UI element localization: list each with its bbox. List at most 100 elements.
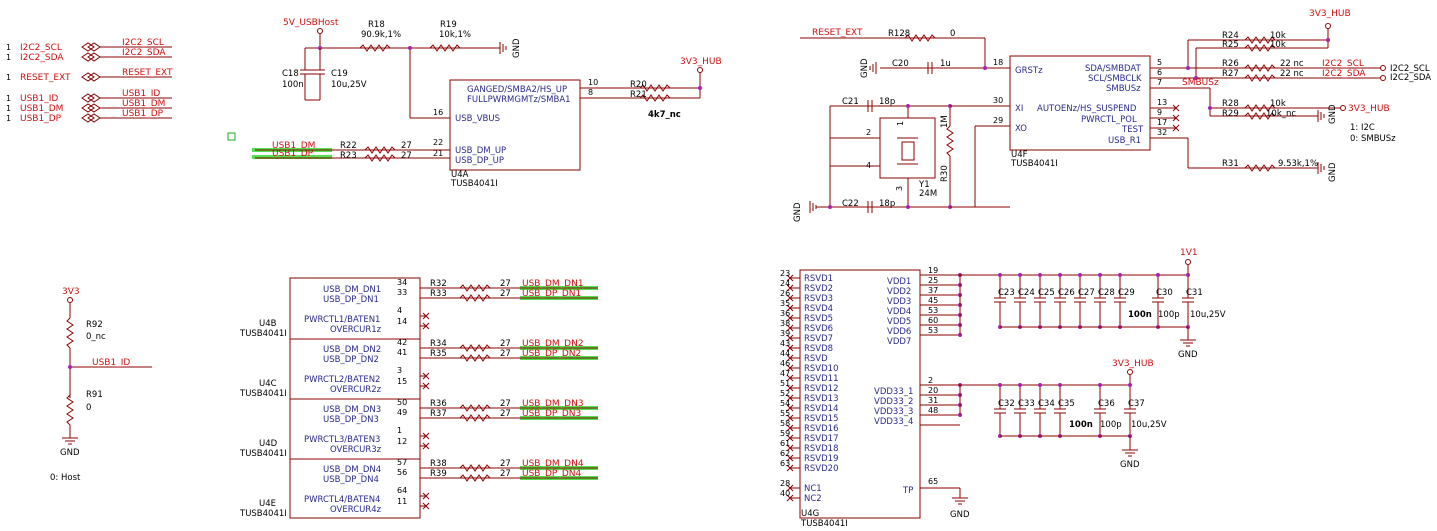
downstream-ports: USB_DM_DN1 USB_DP_DN1 PWRCTL1/BATEN1 OVE…: [239, 277, 598, 519]
ic-u4g[interactable]: [799, 269, 921, 519]
resistor-r34[interactable]: [459, 344, 491, 352]
nc-mark-icon: [422, 492, 430, 500]
ic-u4f[interactable]: [1009, 55, 1151, 151]
ref-c28[interactable]: C28: [1098, 288, 1115, 298]
net-i2c2-sda[interactable]: I2C2_SDA: [1322, 69, 1366, 79]
offpage-net[interactable]: I2C2_SCL: [122, 38, 164, 48]
ref-c23[interactable]: C23: [998, 288, 1015, 298]
ref-c24[interactable]: C24: [1018, 288, 1035, 298]
power-label-3v3-hub[interactable]: 3V3_HUB: [1348, 104, 1390, 114]
offpage-name[interactable]: USB1_DP: [20, 114, 62, 124]
power-label-3v3-hub[interactable]: 3V3_HUB: [1309, 9, 1351, 19]
u4a-block: 5V_USBHost R18 90.9k,1% R19 10k,1% GND C…: [227, 18, 722, 189]
resistor-r92[interactable]: [66, 317, 74, 349]
pin-number: 45: [928, 296, 938, 305]
note-smbusz: 0: SMBUSz: [1350, 134, 1396, 144]
value-caps1-100p: 100p: [1158, 310, 1180, 320]
power-label-1v1[interactable]: 1V1: [1180, 248, 1198, 258]
offpage-symbol-icon: [81, 113, 101, 123]
net-label[interactable]: USB_DM_DN2: [522, 339, 584, 349]
ref-c29[interactable]: C29: [1118, 288, 1135, 298]
net-label[interactable]: USB_DM_DN1: [522, 279, 584, 289]
net-label[interactable]: USB_DP_DN4: [522, 469, 581, 479]
resistor-r24[interactable]: [1244, 36, 1276, 44]
net-label[interactable]: USB_DP_DN1: [522, 289, 581, 299]
resistor-r31[interactable]: [1244, 164, 1276, 172]
ref-r19: R19: [440, 20, 457, 30]
offpage-symbol-icon: [81, 72, 101, 82]
resistor-r26[interactable]: [1244, 64, 1276, 72]
ref-c36[interactable]: C36: [1098, 399, 1115, 409]
pin-label: SDA/SMBDAT: [1085, 64, 1142, 74]
offpage-net[interactable]: RESET_EXT: [122, 68, 173, 78]
offpage-net[interactable]: USB1_DM: [122, 99, 165, 109]
port-i2c2-scl[interactable]: I2C2_SCL: [1390, 64, 1430, 74]
offpage-name[interactable]: I2C2_SDA: [20, 53, 64, 63]
resistor-r33[interactable]: [459, 294, 491, 302]
ref-c35[interactable]: C35: [1058, 399, 1075, 409]
net-usb1-dm[interactable]: USB1_DM: [272, 141, 315, 151]
net-usb1-id[interactable]: USB1_ID: [92, 358, 130, 368]
resistor-r28[interactable]: [1244, 104, 1276, 112]
resistor-r32[interactable]: [459, 284, 491, 292]
net-label[interactable]: USB_DP_DN2: [522, 349, 581, 359]
net-usb1-dp[interactable]: USB1_DP: [272, 149, 314, 159]
offpage-net[interactable]: USB1_ID: [122, 89, 160, 99]
resistor-r38[interactable]: [459, 464, 491, 472]
pin-label: RSVD3: [804, 294, 833, 304]
resistor-r37[interactable]: [459, 414, 491, 422]
resistor-r36[interactable]: [459, 404, 491, 412]
offpage-net[interactable]: USB1_DP: [122, 109, 164, 119]
power-label-3v3-hub[interactable]: 3V3_HUB: [680, 57, 722, 67]
junction: [1038, 383, 1042, 387]
power-label-5v-usbhost[interactable]: 5V_USBHost: [283, 18, 339, 28]
power-label-3v3[interactable]: 3V3: [62, 287, 80, 297]
ic-u4a[interactable]: [449, 79, 581, 171]
net-label[interactable]: USB_DM_DN4: [522, 459, 584, 469]
port-i2c2-sda[interactable]: I2C2_SDA: [1390, 73, 1431, 83]
power-label-3v3-hub[interactable]: 3V3_HUB: [1112, 359, 1154, 369]
junction: [408, 46, 412, 50]
offpage-name[interactable]: USB1_ID: [20, 94, 58, 104]
offpage-name[interactable]: USB1_DM: [20, 104, 63, 114]
resistor-r91[interactable]: [66, 394, 74, 426]
net-label[interactable]: USB_DM_DN3: [522, 399, 584, 409]
resistor-r27[interactable]: [1244, 74, 1276, 82]
ref-c26[interactable]: C26: [1058, 288, 1075, 298]
offpage-name[interactable]: I2C2_SCL: [20, 43, 62, 53]
resistor-r35[interactable]: [459, 354, 491, 362]
net-label[interactable]: USB_DP_DN3: [522, 409, 581, 419]
nc-mark-icon: [422, 312, 430, 320]
ref-c37[interactable]: C37: [1128, 399, 1145, 409]
resistor-r29[interactable]: [1244, 112, 1276, 120]
nc-mark-icon: [786, 374, 794, 382]
resistor-r25[interactable]: [1244, 44, 1276, 52]
resistor-r19[interactable]: [429, 44, 461, 52]
pin-label: RSVD19: [804, 454, 838, 464]
ref-c25[interactable]: C25: [1038, 288, 1055, 298]
ref-c27[interactable]: C27: [1078, 288, 1095, 298]
part-u4a: TUSB4041I: [450, 179, 498, 189]
resistor-r30[interactable]: [946, 125, 954, 157]
resistor-r20[interactable]: [639, 84, 671, 92]
offpage-symbol-icon: [81, 93, 101, 103]
offpage-name[interactable]: RESET_EXT: [20, 73, 71, 83]
ref-c33[interactable]: C33: [1018, 399, 1035, 409]
net-reset-ext[interactable]: RESET_EXT: [812, 28, 863, 38]
nc-mark-icon: [786, 304, 794, 312]
ref-c30[interactable]: C30: [1156, 288, 1173, 298]
resistor-r128[interactable]: [904, 34, 936, 42]
ref-c31[interactable]: C31: [1186, 288, 1203, 298]
offpage-net[interactable]: I2C2_SDA: [122, 48, 166, 58]
resistor-r39[interactable]: [459, 474, 491, 482]
resistor-r18[interactable]: [359, 44, 391, 52]
resistor-r21[interactable]: [639, 94, 671, 102]
ref-c34[interactable]: C34: [1038, 399, 1055, 409]
resistor-r22[interactable]: [364, 146, 396, 154]
net-i2c2-scl[interactable]: I2C2_SCL: [1322, 59, 1364, 69]
net-smbusz[interactable]: SMBUSz: [1182, 78, 1219, 88]
resistor-r23[interactable]: [364, 154, 396, 162]
gnd-label: GND: [1120, 460, 1140, 470]
ic-u4b-u4e[interactable]: [289, 277, 421, 519]
ref-c32[interactable]: C32: [998, 399, 1015, 409]
